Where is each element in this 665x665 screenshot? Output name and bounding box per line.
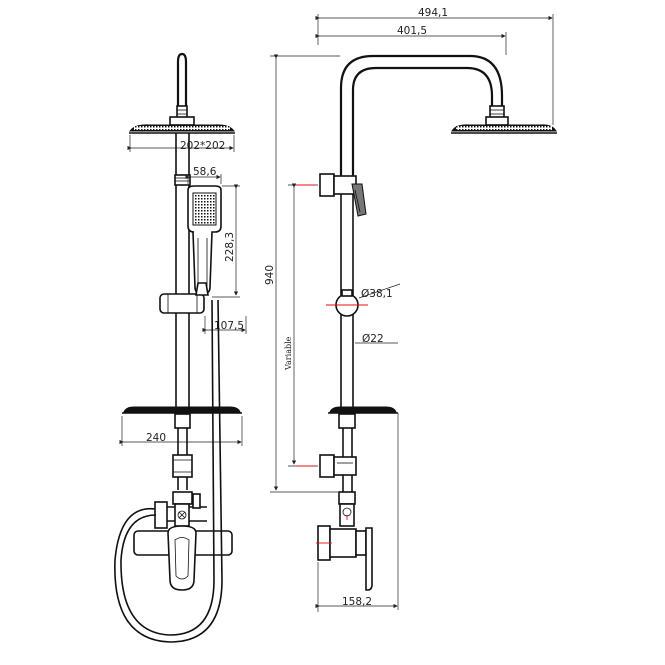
dim-arm-length: 401,5 [315, 25, 507, 55]
dim-total-width-label: 494,1 [418, 7, 448, 19]
front-hand-shower: 58,6 228,3 [185, 166, 240, 298]
side-rail [319, 173, 367, 408]
front-lower-pipe [172, 413, 193, 490]
side-view: 494,1 401,5 [264, 7, 557, 612]
front-hose [114, 299, 223, 643]
dim-hand-height-label: 228,3 [224, 232, 236, 262]
dim-hand-width-label: 58,6 [193, 166, 217, 178]
dim-arm-length-label: 401,5 [397, 25, 427, 37]
red-center-marks [296, 184, 368, 544]
front-valve [133, 491, 233, 591]
dim-valve-depth-label: 158,2 [342, 596, 372, 608]
front-slider: 107,5 [159, 282, 247, 334]
front-view: 202*202 58,6 228,3 [114, 52, 247, 643]
dim-holder-offset-label: 107,5 [214, 320, 244, 332]
dim-pipe-label: Ø22 [362, 333, 384, 345]
dim-shelf-width-label: 240 [146, 432, 166, 444]
dim-height: 940 [264, 54, 340, 493]
side-rain-head [451, 116, 557, 134]
side-diverter: Ø38,1 Ø22 [335, 283, 401, 345]
dim-total-width: 494,1 [315, 7, 554, 125]
dim-height-label: 940 [264, 265, 276, 285]
side-arm [339, 54, 505, 175]
front-arm-pipe [176, 52, 188, 119]
dim-head-size-label: 202*202 [180, 140, 225, 152]
dim-variable-label: Variable [284, 336, 293, 371]
side-shelf [328, 406, 399, 610]
front-rain-head [129, 116, 235, 134]
side-valve: 158,2 [315, 525, 398, 612]
side-lower-pipe [319, 413, 357, 527]
dim-diverter-label: Ø38,1 [361, 288, 393, 300]
dim-variable: Variable [284, 183, 318, 467]
dim-head-size: 202*202 [127, 135, 235, 152]
front-shelf: 240 [119, 406, 243, 446]
